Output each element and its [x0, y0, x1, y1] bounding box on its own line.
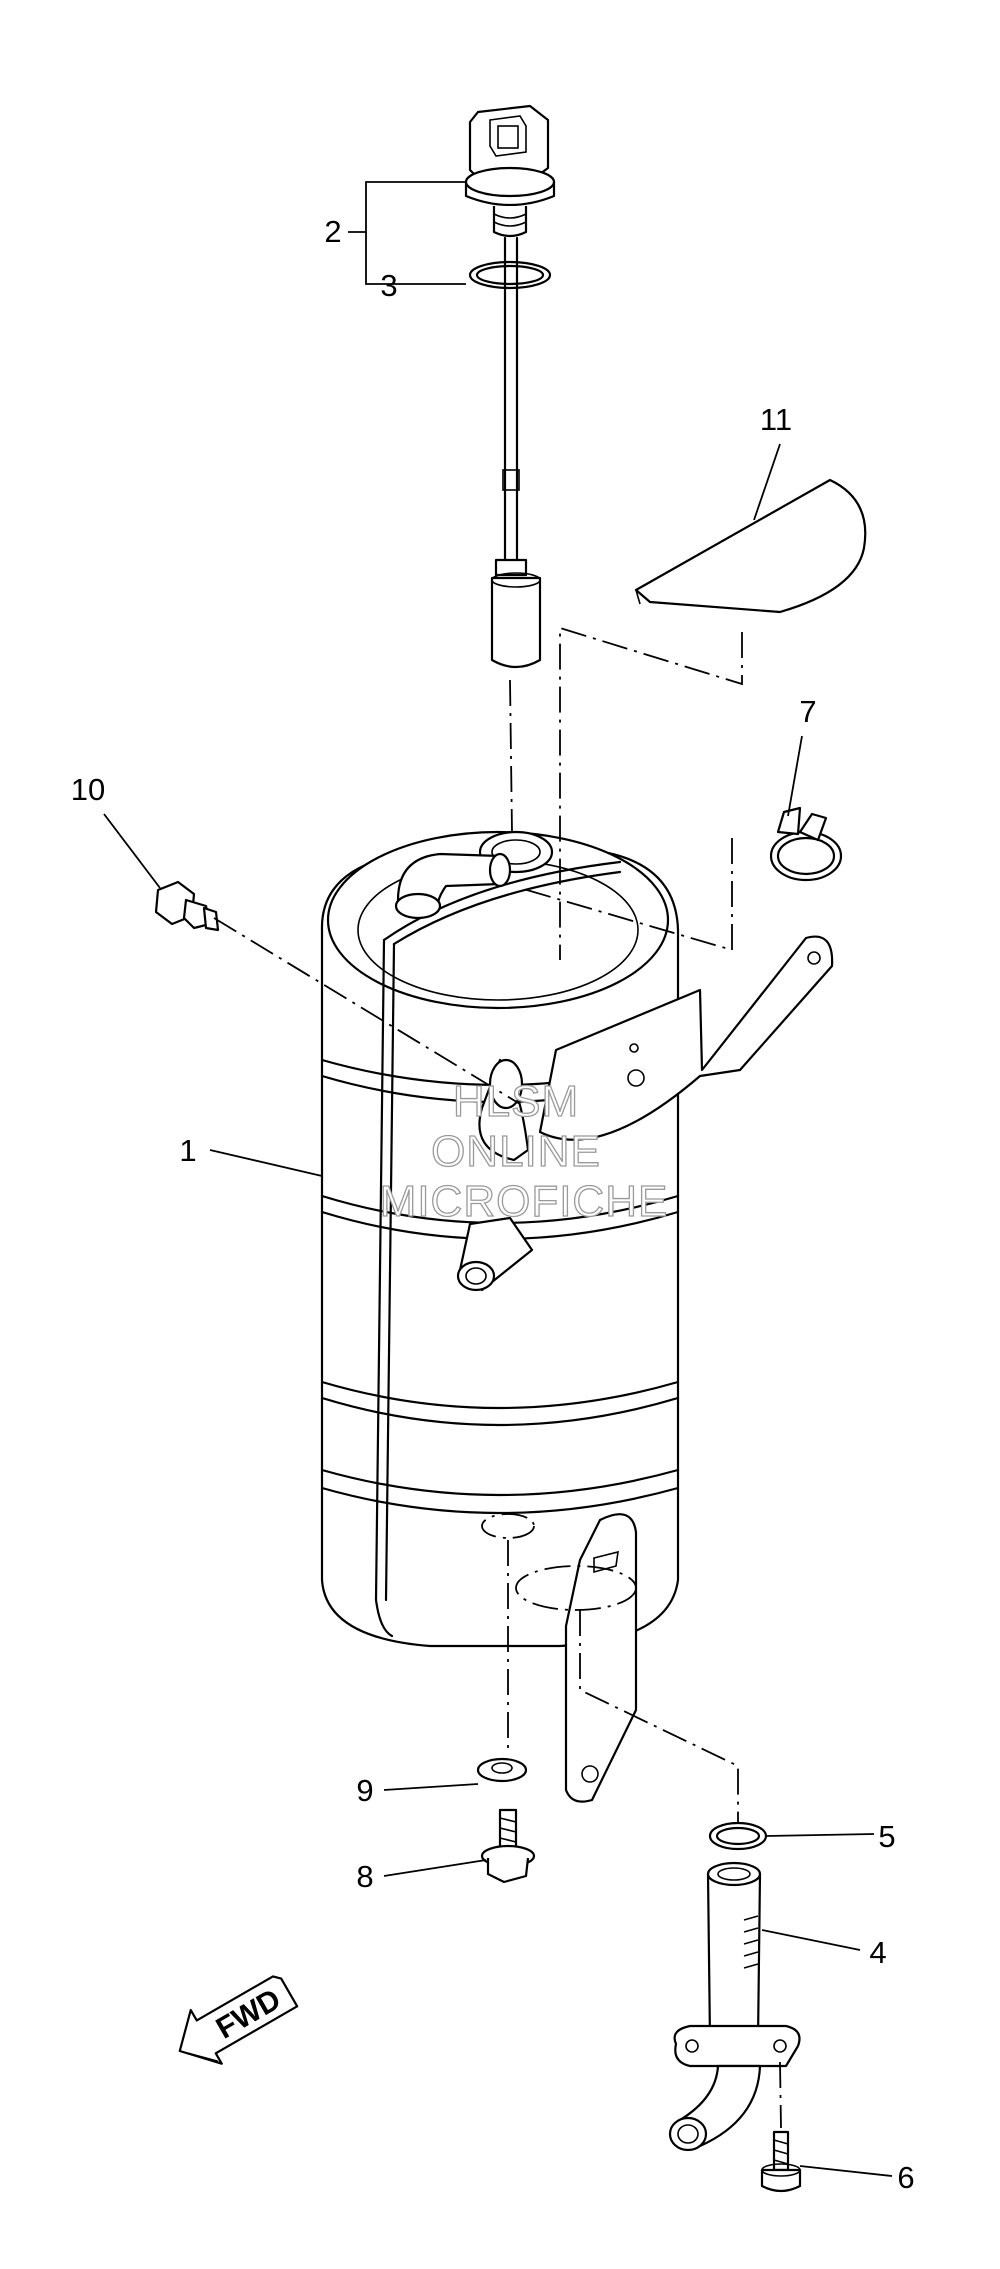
watermark-line-3: MICROFICHE [380, 1177, 669, 1226]
callout-1[interactable]: 1 [179, 1133, 196, 1168]
callout-7[interactable]: 7 [799, 694, 816, 729]
callout-9[interactable]: 9 [356, 1773, 373, 1808]
part-1-tank[interactable] [320, 830, 834, 1803]
leader-lines [103, 181, 893, 2177]
watermark-line-2: ONLINE [431, 1127, 601, 1176]
callout-8[interactable]: 8 [356, 1859, 373, 1894]
part-5-o-ring[interactable] [708, 1821, 768, 1851]
part-4-joint[interactable] [668, 1861, 801, 2152]
callout-5[interactable]: 5 [878, 1819, 895, 1854]
part-7-hose-clamp[interactable] [769, 806, 843, 882]
part-10-bolt[interactable] [154, 880, 220, 932]
callout-2[interactable]: 2 [324, 214, 341, 249]
assembly-lines [213, 626, 782, 2129]
callouts: 1 2 3 4 5 6 7 8 9 10 11 [71, 214, 915, 2195]
part-6-screw[interactable] [760, 2130, 802, 2193]
part-3-o-ring[interactable] [468, 260, 552, 290]
callout-4[interactable]: 4 [869, 1935, 886, 1970]
watermark: HLSM ONLINE MICROFICHE [379, 1076, 669, 1226]
callout-6[interactable]: 6 [897, 2160, 914, 2195]
part-9-washer[interactable] [476, 1757, 528, 1783]
callout-11[interactable]: 11 [760, 402, 792, 437]
part-2-sender-unit[interactable] [464, 104, 556, 669]
part-8-bolt[interactable] [480, 1808, 536, 1884]
fwd-direction-arrow: FWD [178, 1975, 299, 2065]
watermark-line-1: HLSM [453, 1077, 579, 1126]
callout-3[interactable]: 3 [380, 268, 397, 303]
callout-10[interactable]: 10 [71, 772, 105, 807]
part-11-pad[interactable] [634, 478, 867, 614]
